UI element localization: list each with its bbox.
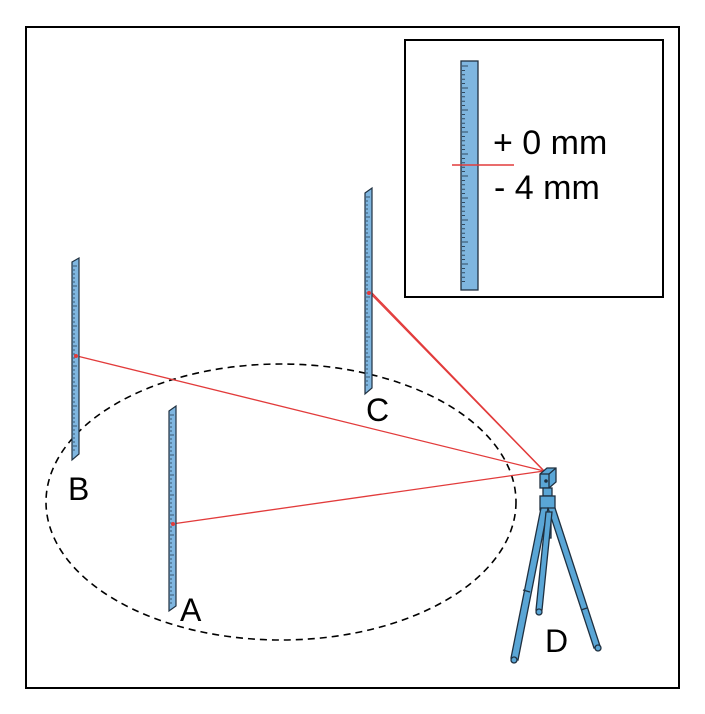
staff-a [168,404,177,613]
label-a: A [180,592,202,628]
inset-minus-reading: - 4 mm [494,169,600,207]
laser-mark-c [367,291,371,295]
ground-ellipse [45,363,517,641]
laser-beam-to-c-lower [371,294,545,472]
laser-mark-a [171,522,175,526]
label-c: C [366,392,389,428]
label-b: B [68,471,89,507]
inset-staff [460,60,479,291]
tripod-d [510,467,602,664]
laser-beam-to-b [76,355,545,472]
laser-mark-b [74,354,78,358]
laser-head-icon [539,467,557,489]
label-d: D [545,623,568,659]
inset-detail: + 0 mm - 4 mm [404,39,664,298]
inset-plus-reading: + 0 mm [493,124,607,162]
laser-beam-to-a [171,470,545,525]
staff-c [364,186,373,396]
staff-b [71,256,80,462]
laser-beams [76,291,545,525]
